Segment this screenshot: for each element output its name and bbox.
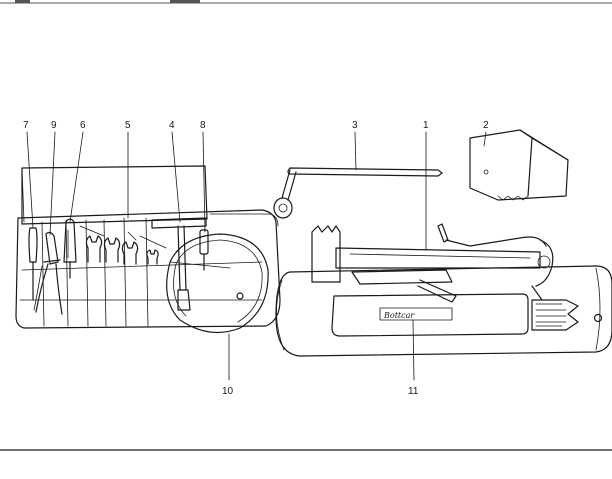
callout-9: 9	[51, 120, 57, 131]
screwdriver-large	[63, 218, 77, 279]
spanners	[85, 235, 159, 265]
wheel-chock	[469, 129, 569, 201]
callout-6: 6	[80, 120, 86, 131]
tire-valve-tool	[199, 229, 209, 271]
brand-name: Bottcar	[383, 311, 415, 320]
callout-2: 2	[483, 120, 489, 131]
jack-case: Bottcar	[331, 293, 579, 337]
jack	[311, 223, 554, 303]
callout-10: 10	[222, 386, 234, 397]
callout-7: 7	[23, 120, 29, 131]
jack-bag	[275, 265, 612, 357]
callout-3: 3	[352, 120, 358, 131]
callout-1: 1	[423, 120, 429, 131]
wheel-brace	[273, 167, 443, 219]
flexible-cable	[166, 233, 269, 334]
screwdriver-small	[28, 227, 38, 301]
callout-labels: 7 9 6 5 4 8 3 1 2 10 11	[23, 120, 489, 397]
page-top-edge	[0, 0, 612, 4]
callout-5: 5	[125, 120, 131, 131]
callout-11: 11	[408, 386, 419, 397]
pliers	[33, 231, 63, 315]
leader-lines	[26, 131, 487, 381]
callout-8: 8	[200, 120, 206, 131]
callout-4: 4	[169, 120, 175, 131]
